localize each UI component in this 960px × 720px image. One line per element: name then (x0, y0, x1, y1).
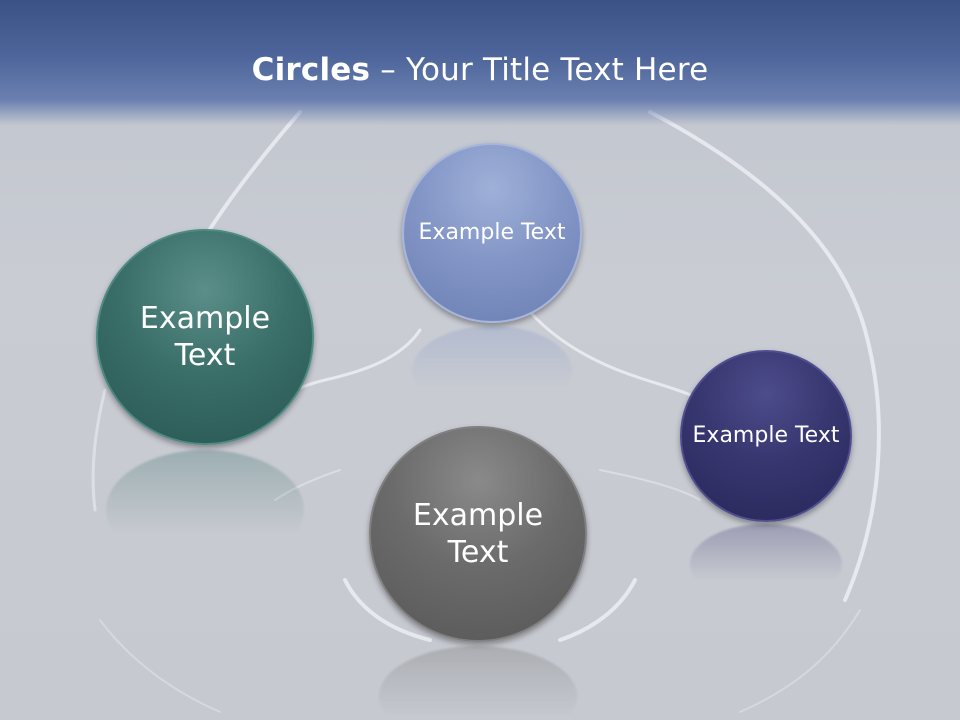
circle-reflection-navy (690, 524, 842, 604)
circle-reflection-teal (106, 450, 304, 570)
circle-gray[interactable]: Example Text (369, 426, 587, 642)
circle-label: Example Text (692, 423, 840, 449)
circle-teal[interactable]: Example Text (96, 229, 314, 445)
circle-blue[interactable]: Example Text (402, 143, 582, 323)
title-rest: – Your Title Text Here (370, 52, 709, 88)
circle-label: Example Text (139, 300, 271, 374)
circle-reflection-blue (412, 326, 572, 416)
circle-reflection-gray (379, 646, 577, 720)
title-bold: Circles (251, 52, 371, 88)
title-band (0, 0, 960, 125)
slide-title: Circles – Your Title Text Here (0, 52, 960, 88)
circle-label: Example Text (412, 497, 544, 571)
circle-navy[interactable]: Example Text (680, 350, 852, 522)
circle-label: Example Text (418, 220, 566, 246)
